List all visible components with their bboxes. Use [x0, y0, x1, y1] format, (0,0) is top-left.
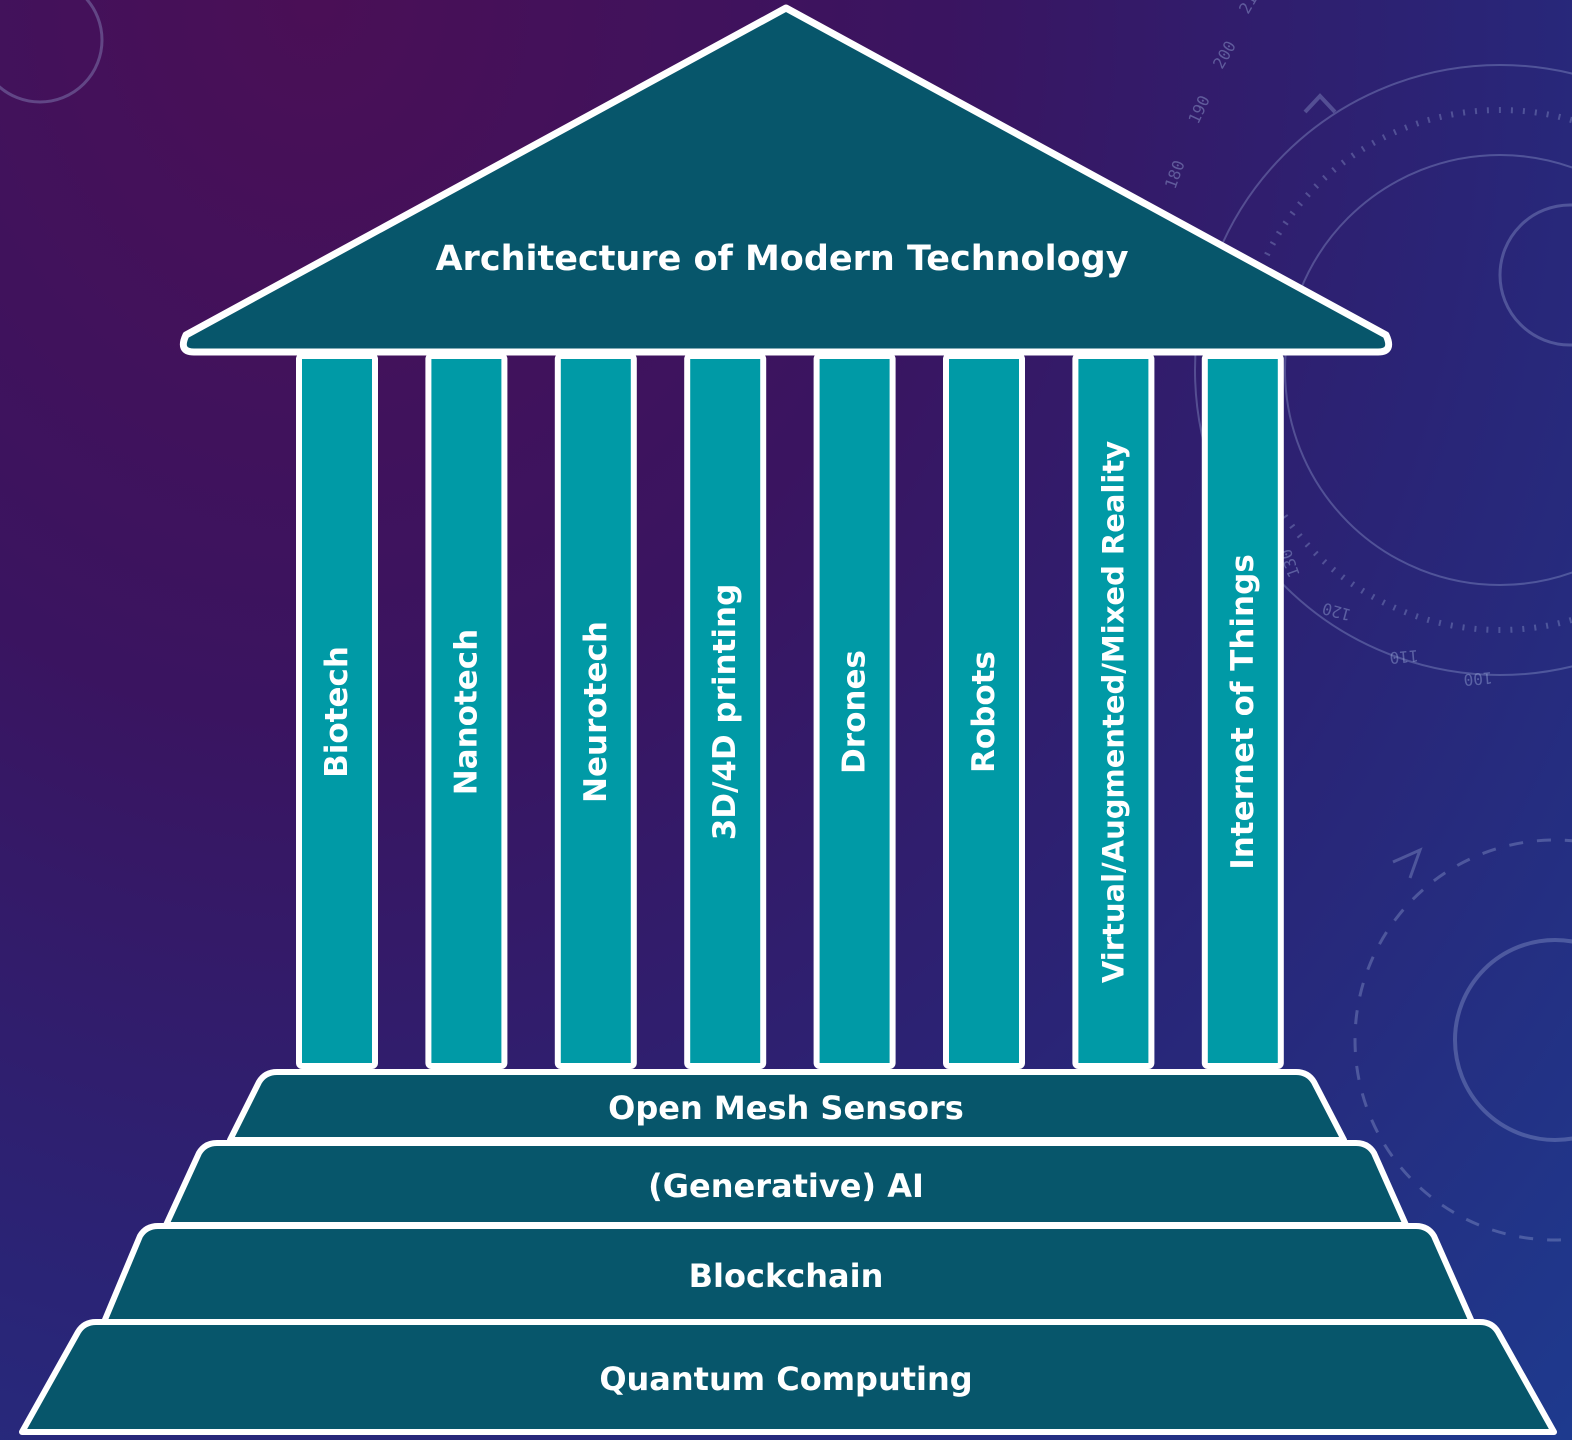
dial-inner-ring — [1284, 154, 1572, 586]
step-label: Blockchain — [689, 1257, 884, 1295]
dial-number: 210 — [1235, 0, 1266, 17]
pillar: 3D/4D printing — [684, 353, 767, 1069]
pillar: Drones — [813, 353, 896, 1069]
foundation-step: (Generative) AI — [163, 1140, 1409, 1228]
pillar-shape — [1201, 353, 1284, 1069]
step-shape — [227, 1069, 1347, 1143]
pillar-label: Virtual/Augmented/Mixed Reality — [1096, 441, 1130, 983]
pillar: Virtual/Augmented/Mixed Reality — [1072, 353, 1155, 1069]
dial-small-ring — [1498, 203, 1572, 347]
step-label: Quantum Computing — [599, 1360, 972, 1398]
bottom-ring-decor — [1453, 938, 1572, 1142]
foundation-step: Blockchain — [101, 1223, 1475, 1325]
roof-triangle — [179, 4, 1393, 356]
dial-number: 180 — [1161, 158, 1189, 192]
dial-number: 200 — [1209, 37, 1240, 72]
pillar-shape — [1072, 353, 1155, 1069]
pillar: Biotech — [296, 353, 378, 1069]
dial-number: 190 — [1184, 92, 1213, 126]
pillar-label: 3D/4D printing — [707, 584, 743, 841]
foundation-step: Quantum Computing — [19, 1319, 1557, 1435]
pillar-shape — [943, 353, 1025, 1069]
step-shape — [19, 1319, 1557, 1435]
pillar: Robots — [943, 353, 1025, 1069]
corner-ring-decor — [0, 0, 104, 104]
foundation-steps: Quantum Computing Blockchain (Generative) … — [19, 1069, 1557, 1435]
dashed-ring-decor — [1353, 838, 1572, 1242]
pillars: Biotech Nanotech Neurotech 3D/4D printing Dr… — [296, 353, 1284, 1069]
roof: Architecture of Modern Technology — [179, 4, 1393, 356]
pillar-shape — [296, 353, 378, 1069]
pillar-shape — [813, 353, 896, 1069]
pillar-label: Drones — [837, 650, 873, 774]
dial-number: 100 — [1463, 668, 1493, 689]
chevron-up-icon — [1303, 93, 1337, 114]
pillar-label: Robots — [966, 651, 1002, 773]
pillar-label: Neurotech — [578, 621, 614, 803]
pillar-shape — [554, 353, 637, 1069]
pillar-shape — [684, 353, 767, 1069]
arrow-decor-icon — [1392, 847, 1423, 879]
roof-title: Architecture of Modern Technology — [435, 239, 1128, 279]
step-label: Open Mesh Sensors — [608, 1089, 964, 1127]
foundation-step: Open Mesh Sensors — [227, 1069, 1347, 1143]
pillar-shape — [425, 353, 508, 1069]
pillar-label: Biotech — [319, 646, 355, 778]
pillar: Internet of Things — [1201, 353, 1284, 1069]
step-shape — [163, 1140, 1409, 1228]
pillar: Neurotech — [554, 353, 637, 1069]
step-shape — [101, 1223, 1475, 1325]
dial-outer-ring — [1194, 64, 1572, 676]
pillar-label: Nanotech — [448, 629, 484, 796]
dial-number: 110 — [1389, 646, 1419, 667]
pillar-label: Internet of Things — [1225, 554, 1261, 870]
step-label: (Generative) AI — [648, 1167, 924, 1205]
pillar: Nanotech — [425, 353, 508, 1069]
